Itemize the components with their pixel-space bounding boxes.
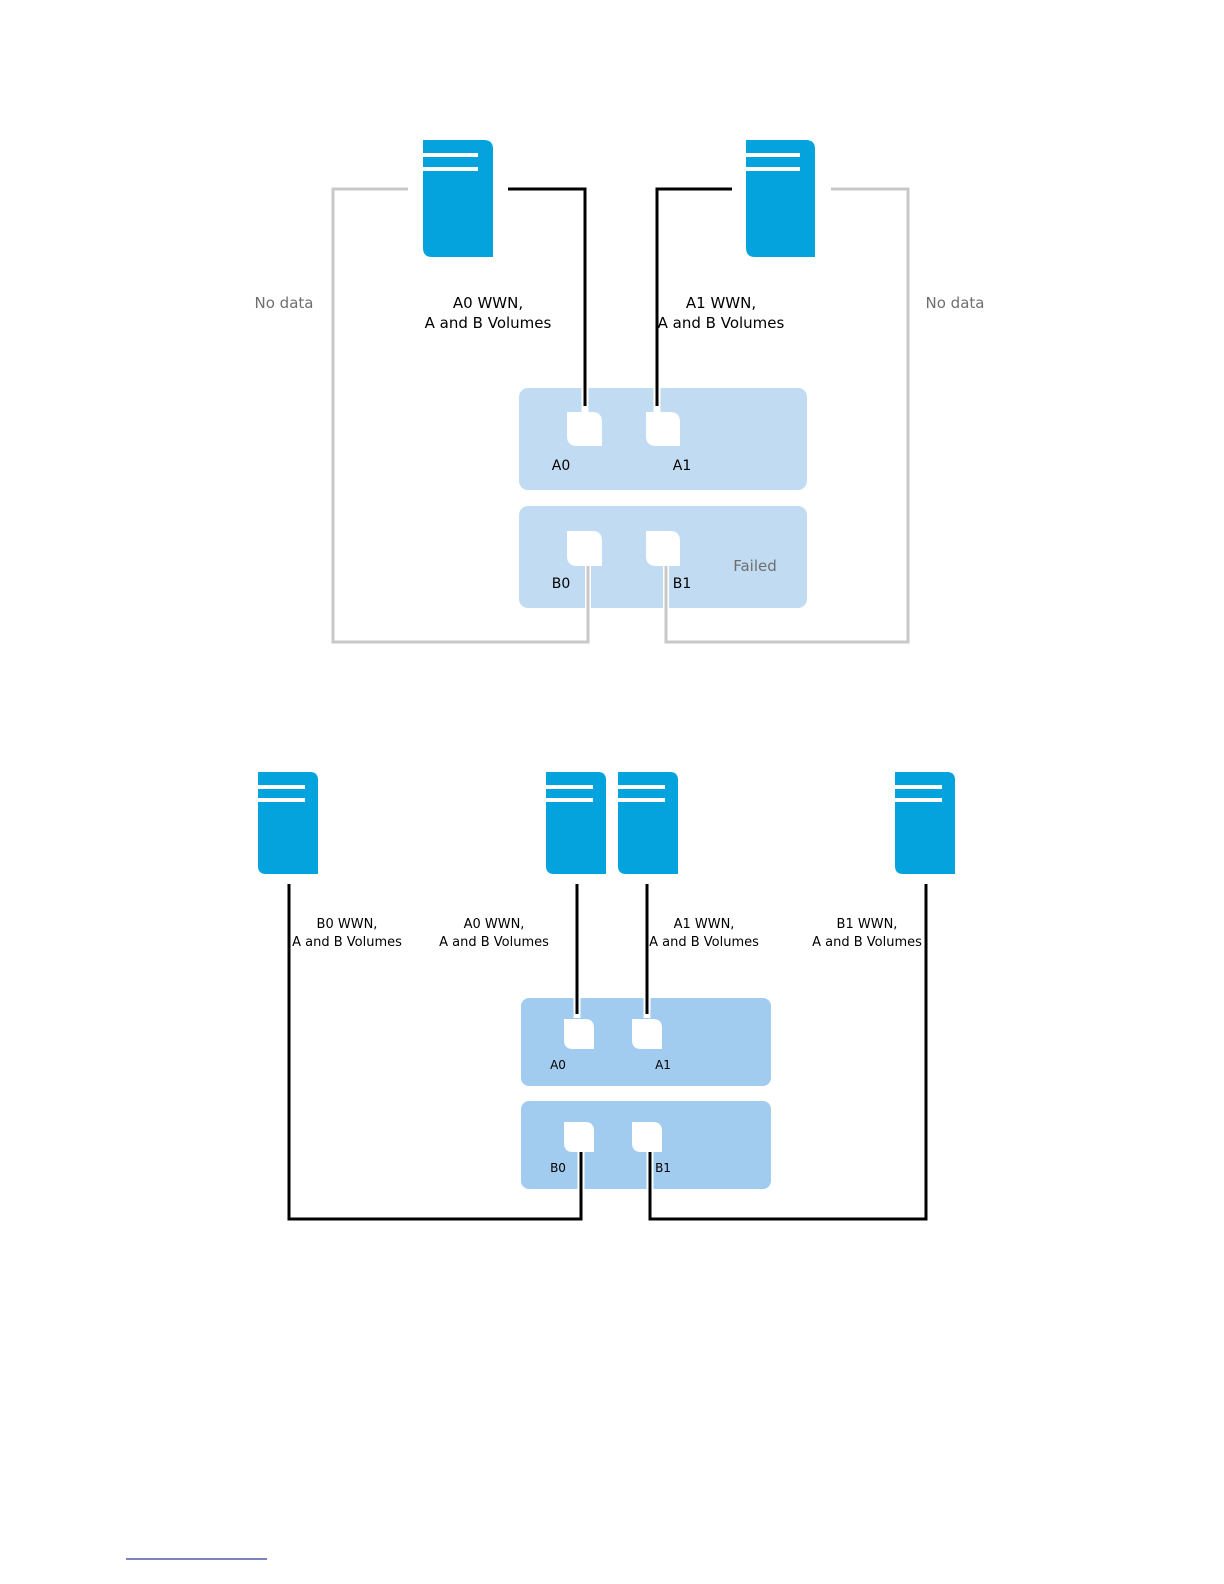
port-b0-label: B0 <box>550 1161 566 1175</box>
port-a0-label: A0 <box>552 458 570 474</box>
port-a1-label: A1 <box>655 1058 671 1072</box>
port-b1-icon <box>632 1122 662 1152</box>
port-a1-icon <box>632 1019 662 1049</box>
label-a1-volumes: A and B Volumes <box>649 935 759 950</box>
label-a0-volumes: A and B Volumes <box>439 935 549 950</box>
diagram-1: No data No data A0 WWN, A and B Volumes … <box>255 140 985 642</box>
label-no-data-right: No data <box>926 294 985 312</box>
port-b1-icon <box>646 531 680 566</box>
port-b1-label: B1 <box>655 1161 671 1175</box>
port-a1-icon <box>646 412 680 446</box>
label-no-data-left: No data <box>255 294 314 312</box>
label-a1-wwn: A1 WWN, <box>674 917 735 932</box>
diagram-2: B0 WWN, A and B Volumes A0 WWN, A and B … <box>258 772 955 1219</box>
label-b1-wwn: B1 WWN, <box>837 917 898 932</box>
port-a0-icon <box>567 412 602 446</box>
label-a1-volumes: A and B Volumes <box>658 314 785 332</box>
port-b1-label: B1 <box>673 576 692 592</box>
port-b0-icon <box>567 531 602 566</box>
server-right-icon <box>746 140 815 257</box>
server-left-icon <box>423 140 493 257</box>
port-a0-icon <box>564 1019 594 1049</box>
server-b0-icon <box>258 772 318 874</box>
server-b1-icon <box>895 772 955 874</box>
label-b0-wwn: B0 WWN, <box>317 917 378 932</box>
port-a0-label: A0 <box>550 1058 566 1072</box>
server-a1-icon <box>618 772 678 874</box>
status-failed-label: Failed <box>733 557 777 575</box>
port-a1-label: A1 <box>673 458 691 474</box>
label-b0-volumes: A and B Volumes <box>292 935 402 950</box>
port-b0-icon <box>564 1122 594 1152</box>
label-a0-wwn: A0 WWN, <box>464 917 525 932</box>
label-a0-volumes: A and B Volumes <box>425 314 552 332</box>
label-a0-wwn: A0 WWN, <box>453 294 523 312</box>
label-b1-volumes: A and B Volumes <box>812 935 922 950</box>
server-a0-icon <box>546 772 606 874</box>
port-b0-label: B0 <box>552 576 571 592</box>
label-a1-wwn: A1 WWN, <box>686 294 756 312</box>
